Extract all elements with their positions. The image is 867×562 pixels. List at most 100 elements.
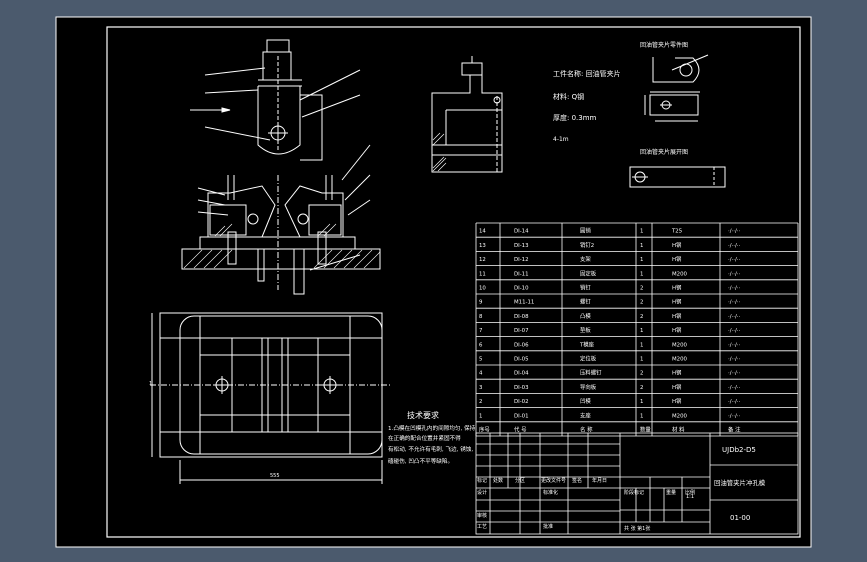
bom-cell: ·/··/·· — [728, 385, 740, 391]
bom-cell: ·/··/·· — [728, 243, 740, 249]
bom-cell: 凸模 — [580, 312, 591, 320]
workpiece-thickness: 厚度: 0.3mm — [553, 113, 597, 122]
bom-cell: ·/··/·· — [728, 285, 740, 291]
bom-cell: 1 — [640, 243, 643, 249]
bom-cell: T模座 — [579, 340, 595, 348]
drawing-number: 01-00 — [730, 514, 750, 522]
bom-cell: DI-07 — [514, 328, 529, 334]
header-weight: 重量 — [666, 489, 676, 496]
tech-req-line-2: 在正确的配合位置并紧固不得 — [388, 434, 461, 442]
bom-cell: ·/··/·· — [728, 300, 740, 306]
bom-cell: ·/··/·· — [728, 399, 740, 405]
bom-cell: 2 — [640, 300, 643, 306]
header-sheets: 共 张 第1张 — [624, 525, 650, 532]
bom-cell: DI-12 — [514, 257, 529, 263]
bom-cell: DI-06 — [514, 342, 529, 348]
bom-cell: M11-11 — [514, 300, 534, 306]
bom-cell: 13 — [479, 243, 486, 249]
bom-cell: DI-08 — [514, 314, 529, 320]
bom-cell: H钢 — [672, 283, 681, 291]
header-signature: 签名 — [572, 477, 582, 484]
drawing-name: 回油管夹片冲孔模 — [714, 478, 766, 487]
header-process: 工艺 — [477, 524, 487, 530]
bom-cell: 垫板 — [580, 326, 591, 334]
width-dimension-label: 555 — [270, 473, 280, 479]
bom-cell: 4 — [479, 371, 483, 377]
bom-cell: 固定板 — [580, 269, 597, 277]
header-count: 处数 — [493, 477, 503, 484]
bom-cell: M200 — [672, 342, 688, 348]
height-dimension-label: 1 — [149, 381, 152, 387]
bom-cell: ·/··/·· — [728, 229, 740, 235]
bom-cell: H钢 — [672, 255, 681, 263]
bom-cell: ·/··/·· — [728, 413, 740, 419]
bom-cell: 2 — [640, 385, 643, 391]
bom-header-cell: 名 称 — [580, 425, 593, 433]
title-block — [475, 432, 799, 535]
part-drawing-label: 回油管夹片零件图 — [640, 41, 688, 49]
bom-cell: 6 — [479, 342, 483, 348]
bom-header-cell: 数量 — [640, 425, 651, 433]
bom-cell: 1 — [640, 342, 643, 348]
bom-cell: H钢 — [672, 397, 681, 405]
bom-cell: ·/··/·· — [728, 314, 740, 320]
bom-cell: 螺钉 — [580, 298, 591, 306]
bom-cell: DI-05 — [514, 356, 529, 362]
workpiece-section-view — [431, 56, 503, 173]
bom-cell: DI-14 — [514, 229, 529, 235]
bom-cell: 支座 — [580, 411, 591, 419]
bom-cell: 2 — [640, 371, 643, 377]
header-ratio: 比例 — [685, 489, 695, 496]
bom-cell: H钢 — [672, 298, 681, 306]
bom-cell: H钢 — [672, 369, 681, 377]
bom-cell: ·/··/·· — [728, 371, 740, 377]
bom-cell: M200 — [672, 356, 688, 362]
bom-cell: 支架 — [580, 255, 591, 263]
bom-cell: DI-02 — [514, 399, 529, 405]
sheet-background — [56, 17, 811, 547]
bom-cell: 1 — [640, 328, 643, 334]
die-section-view — [181, 144, 381, 295]
header-stage-mark: 阶段标记 — [624, 489, 644, 496]
bom-cell: 1 — [640, 399, 643, 405]
bom-cell: DI-04 — [514, 371, 529, 377]
bom-cell: ·/··/·· — [728, 342, 740, 348]
bom-cell: DI-10 — [514, 285, 529, 291]
bom-header-cell: 序号 — [479, 425, 490, 433]
bom-cell: DI-03 — [514, 385, 529, 391]
bom-cell: 8 — [479, 314, 483, 320]
bom-cell: 销钉2 — [580, 241, 594, 249]
bom-header-cell: 代 号 — [514, 425, 527, 433]
drawing-code: UJDb2-D5 — [722, 446, 756, 454]
bom-cell: ·/··/·· — [728, 271, 740, 277]
bom-cell: M200 — [672, 271, 688, 277]
bom-cell: 7 — [479, 328, 482, 334]
header-reviewer: 审核 — [477, 512, 487, 519]
header-standardize: 标准化 — [543, 489, 558, 496]
header-approve: 批准 — [543, 523, 553, 530]
bom-cell: 定位板 — [580, 354, 597, 362]
bom-cell: T25 — [671, 229, 682, 235]
header-zone: 分区 — [515, 477, 525, 484]
bom-cell: 1 — [640, 356, 643, 362]
bom-cell: 2 — [640, 285, 643, 291]
header-mark: 标记 — [477, 477, 487, 484]
bom-cell: 3 — [479, 385, 482, 391]
bom-header-cell: 备 注 — [728, 425, 741, 433]
punch-front-view — [190, 39, 361, 161]
sheet-inner-border — [106, 26, 801, 538]
bom-cell: 圆销 — [580, 227, 591, 235]
bom-cell: 9 — [479, 300, 483, 306]
bom-cell: H钢 — [672, 241, 681, 249]
bom-cell: DI-13 — [514, 243, 529, 249]
bom-cell: 12 — [479, 257, 486, 263]
bom-cell: 压料螺钉 — [580, 369, 602, 377]
header-date: 年月日 — [592, 477, 607, 484]
bom-cell: ·/··/·· — [728, 356, 740, 362]
unfold-drawing-view — [629, 166, 726, 188]
bom-cell: 14 — [479, 229, 486, 235]
bom-cell: 销钉 — [580, 283, 591, 291]
bom-cell: ·/··/·· — [728, 257, 740, 263]
